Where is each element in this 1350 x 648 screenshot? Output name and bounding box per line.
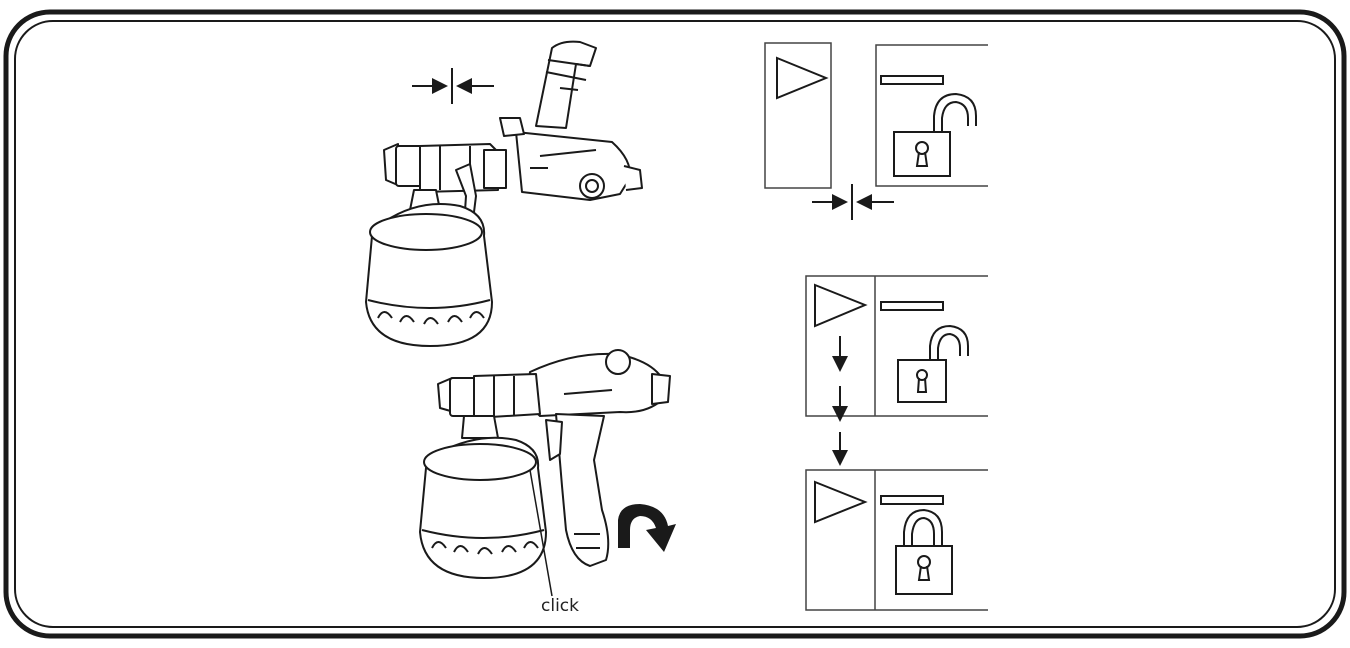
switch-panel-unlocked [805,275,988,417]
padlock-open-icon [897,324,969,403]
click-label: click [541,596,579,616]
spray-attachment-detached [365,143,507,347]
switch-panel-separated [764,42,988,189]
panel-bar [880,301,944,311]
play-triangle-icon [814,283,868,328]
gap-indicator-panel [812,184,894,220]
padlock-open-icon [893,92,977,177]
play-triangle-icon [814,480,868,524]
spray-gun-assembled [419,349,671,579]
panel-bar [880,75,944,85]
outer-frame [3,9,1347,639]
gap-indicator-top [412,68,494,104]
spray-gun-motor-unit-detached [499,40,643,201]
play-triangle-icon [776,56,829,100]
switch-panel-locked [805,469,988,611]
padlock-closed-icon [895,508,953,595]
click-leader-line [529,469,553,597]
panel-bar [880,495,944,505]
curved-arrow-icon [618,504,676,552]
